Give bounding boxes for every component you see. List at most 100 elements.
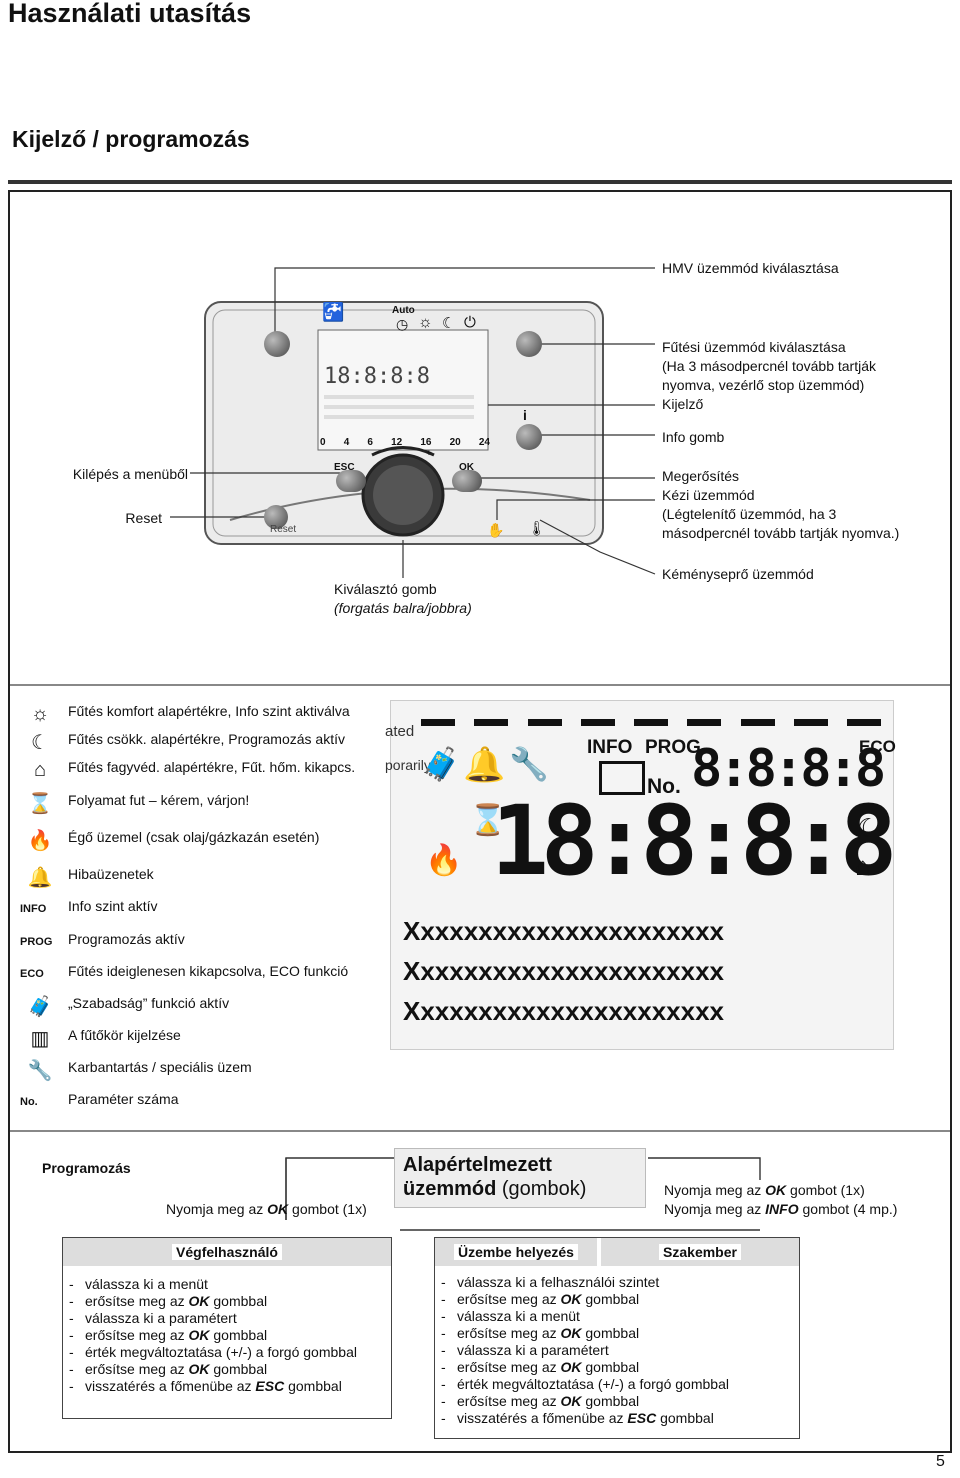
end-user-header: Végfelhasználó: [63, 1238, 391, 1266]
lcd-enlarged: ated porarily 🧳 🔔 🔧 INFO PROG ECO No. 8:…: [385, 700, 897, 1050]
step-item: visszatérés a főmenübe az ESC gombbal: [63, 1378, 357, 1395]
step-item: visszatérés a főmenübe az ESC gombbal: [435, 1410, 729, 1427]
label-exit-menu: Kilépés a menüből: [72, 466, 188, 482]
reset-button[interactable]: [264, 505, 288, 529]
main-digits: 18:8:8:8: [491, 785, 897, 897]
auto-label: Auto: [392, 305, 415, 316]
end-user-table: Végfelhasználó válassza ki a menüterősít…: [62, 1237, 392, 1419]
flame-icon: 🔥: [27, 829, 53, 852]
step-item: válassza ki a paramétert: [435, 1342, 729, 1359]
tap-icon: 🚰: [322, 302, 345, 322]
text-row: Xxxxxxxxxxxxxxxxxxxxxx: [403, 956, 725, 986]
divider: [10, 1130, 950, 1132]
lcd-line: [324, 415, 474, 419]
lcd-line: [324, 405, 474, 409]
divider: [8, 180, 952, 184]
sun-icon: ☼: [418, 314, 433, 331]
no-icon: No.: [20, 1096, 38, 1108]
info-symbol-icon: i: [523, 407, 527, 423]
segment-dash: [580, 719, 615, 726]
legend-text: Fűtés komfort alapértékre, Info szint ak…: [68, 703, 350, 719]
text-rows: Xxxxxxxxxxxxxxxxxxxxxx Xxxxxxxxxxxxxxxxx…: [403, 911, 724, 1031]
step-item: érték megváltoztatása (+/-) a forgó gomb…: [435, 1376, 729, 1393]
segment-dash: [793, 719, 828, 726]
label-info-button: Info gomb: [662, 429, 725, 445]
divider: [10, 684, 950, 686]
page-title: Használati utasítás: [8, 0, 252, 28]
segment-dash: [421, 719, 455, 726]
step-item: válassza ki a paramétert: [63, 1310, 357, 1327]
hmv-mode-button[interactable]: [264, 331, 290, 357]
bell-icon: 🔔: [27, 866, 53, 889]
sun-icon: ☼: [30, 702, 50, 725]
section-title: Kijelző / programozás: [12, 126, 250, 152]
step-item: erősítse meg az OK gombbal: [435, 1325, 729, 1342]
legend-text: Karbantartás / speciális üzem: [68, 1059, 252, 1075]
info-indicator: INFO: [587, 737, 633, 758]
heating-mode-button[interactable]: [516, 331, 542, 357]
legend-row: ⌂Fűtés fagyvéd. alapértékre, Fűt. hőm. k…: [20, 757, 380, 785]
segment-dashes: [421, 719, 881, 726]
scale-tick: 12: [391, 437, 403, 448]
step-item: erősítse meg az OK gombbal: [63, 1327, 357, 1344]
prog-icon: PROG: [20, 936, 53, 948]
label-confirm: Megerősítés Kézi üzemmód (Légtelenítő üz…: [662, 468, 900, 541]
flame-icon: 🔥: [425, 844, 463, 877]
programming-connectors: [285, 1157, 761, 1231]
legend-row: ☼ Fűtés komfort alapértékre, Info szint a…: [20, 701, 380, 729]
segment-dash: [634, 719, 668, 726]
scale-tick: 6: [367, 437, 373, 448]
content-frame: [8, 190, 952, 1453]
segment-dash: [687, 719, 722, 726]
label-chimney-sweep: Kéményseprő üzemmód: [662, 566, 814, 582]
legend-text: Info szint aktív: [68, 898, 158, 914]
info-icon: INFO: [20, 903, 47, 915]
thermometer-icon[interactable]: 🌡: [528, 520, 546, 536]
no-indicator: No.: [647, 775, 681, 798]
legend-row: PROG Programozás aktív: [20, 929, 380, 957]
step-item: válassza ki a menüt: [63, 1276, 357, 1293]
segment-dash: [847, 719, 881, 726]
selector-knob[interactable]: [364, 455, 444, 535]
legend-row: 🧳„Szabadság” funkció aktív: [20, 993, 380, 1021]
scale-tick: 0: [320, 437, 326, 448]
step-item: érték megváltoztatása (+/-) a forgó gomb…: [63, 1344, 357, 1361]
legend-text: Fűtés fagyvéd. alapértékre, Fűt. hőm. ki…: [68, 759, 356, 775]
cut-text: ated: [385, 723, 415, 740]
clock-icon: ◷: [396, 316, 409, 332]
cut-text: porarily: [385, 757, 431, 773]
segment-dash: [474, 719, 509, 726]
plus-label: +: [426, 448, 432, 459]
specialist-header: Szakember: [601, 1238, 799, 1266]
legend-row: No.Paraméter száma: [20, 1089, 380, 1117]
esc-button[interactable]: [336, 470, 366, 492]
step-item: erősítse meg az OK gombbal: [435, 1291, 729, 1308]
segment-dash: [740, 719, 775, 726]
controller-diagram: [170, 267, 656, 578]
legend-text: Fűtés ideiglenesen kikapcsolva, ECO funk…: [68, 963, 349, 979]
programming-heading: Programozás: [42, 1160, 131, 1176]
legend-text: Égő üzemel (csak olaj/gázkazán esetén): [68, 829, 320, 845]
bell-icon: 🔔: [463, 746, 506, 784]
legend-row: 🔥 Égő üzemel (csak olaj/gázkazán esetén): [20, 827, 380, 855]
hand-icon[interactable]: ✋: [487, 522, 505, 538]
legend-text: A fűtőkör kijelzése: [68, 1027, 181, 1043]
legend-text: Hibaüzenetek: [68, 866, 154, 882]
text-row: Xxxxxxxxxxxxxxxxxxxxxx: [403, 996, 725, 1026]
moon-icon: ☾: [31, 731, 49, 754]
commissioning-header: Üzembe helyezés: [435, 1238, 597, 1266]
ok-button[interactable]: [452, 470, 482, 492]
step-item: erősítse meg az OK gombbal: [63, 1293, 357, 1310]
text-row: Xxxxxxxxxxxxxxxxxxxxxx: [403, 916, 725, 946]
commissioning-table: Üzembe helyezés Szakember válassza ki a …: [434, 1237, 800, 1439]
step-item: erősítse meg az OK gombbal: [63, 1361, 357, 1378]
legend-text: Programozás aktív: [68, 931, 185, 947]
commissioning-steps: válassza ki a felhasználói szinteterősít…: [435, 1274, 729, 1427]
legend-text: Folyamat fut – kérem, várjon!: [68, 792, 250, 808]
legend-row: ▥A fűtőkör kijelzése: [20, 1025, 380, 1053]
house-icon: ⌂: [855, 851, 871, 881]
info-button[interactable]: [516, 424, 542, 450]
step-item: válassza ki a felhasználói szintet: [435, 1274, 729, 1291]
scale-tick: 24: [478, 437, 490, 448]
